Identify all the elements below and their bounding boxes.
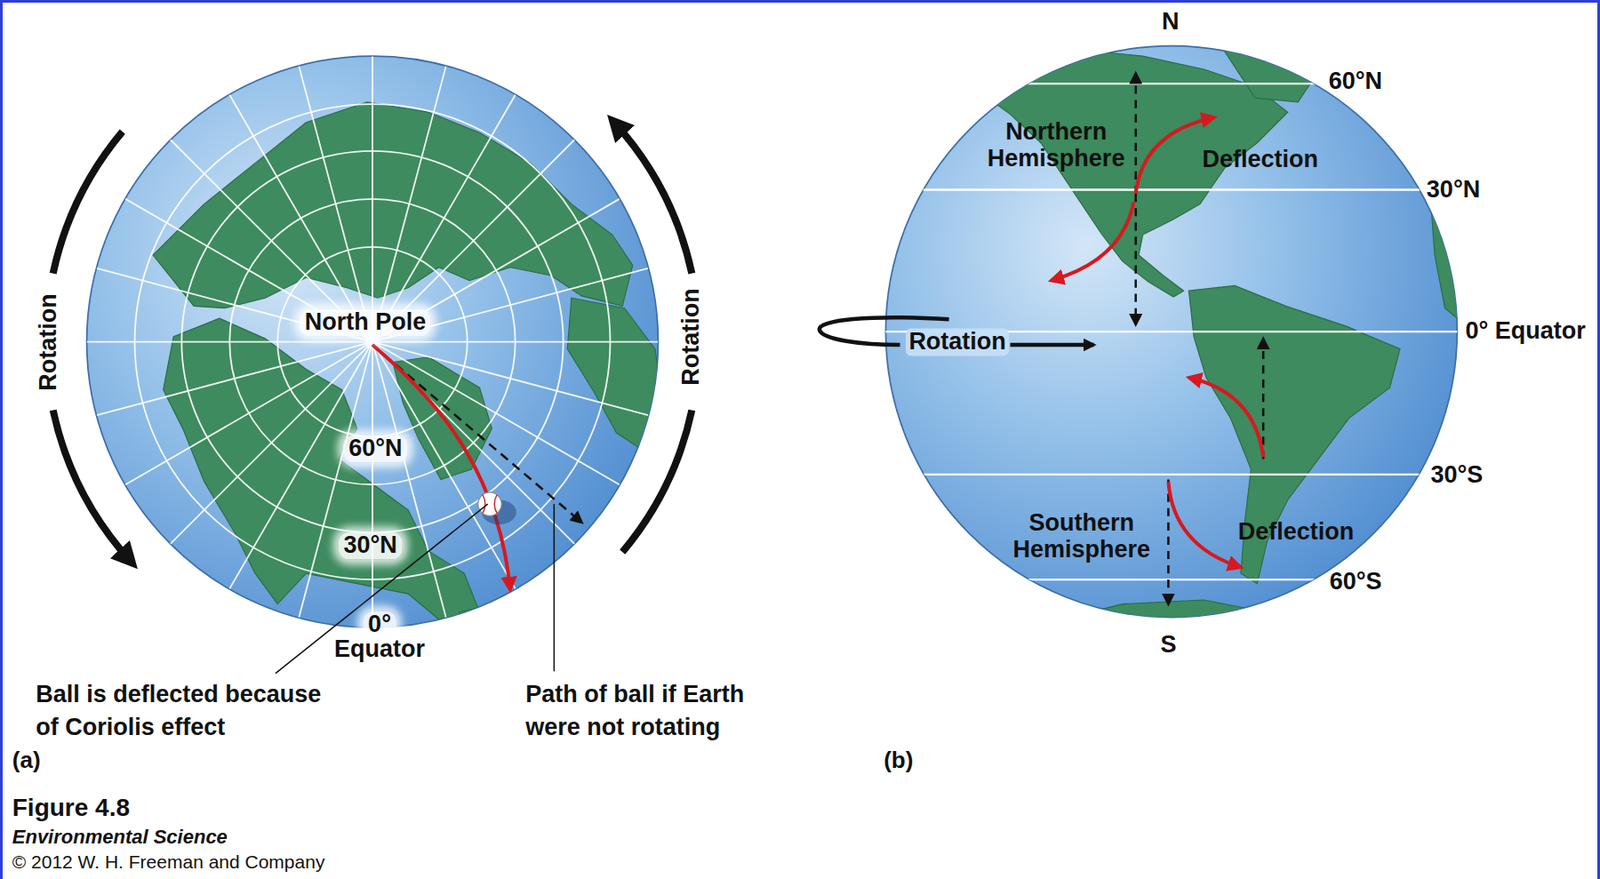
deflected-path-arrows [1050, 117, 1264, 568]
figure-caption: Figure 4.8 [12, 793, 130, 823]
rotation-arrow [1009, 343, 1094, 348]
latitude-label: 60°N [343, 435, 408, 464]
frame-edge [0, 0, 1600, 3]
latitude-label: 30°N [338, 532, 403, 560]
rotation-label: Rotation [678, 288, 706, 385]
callout-text: Ball is deflected because of Coriolis ef… [35, 678, 338, 744]
copyright-text: © 2012 W. H. Freeman and Company [12, 851, 326, 873]
latitude-lines [877, 83, 1470, 580]
ball-stitches [482, 495, 497, 514]
panel-letter: (b) [883, 747, 913, 775]
frame-edge [1597, 0, 1600, 879]
side-globe [819, 46, 1470, 639]
graticule [87, 56, 659, 628]
south-america-land [1188, 285, 1400, 584]
latitude-label: 60°S [1329, 568, 1383, 597]
hemisphere-label: Southern Hemisphere [1008, 509, 1155, 563]
baseball [478, 492, 502, 516]
deflection-label: Deflection [1201, 146, 1319, 175]
deflected-path-arrow [1050, 201, 1134, 280]
pole-label: North Pole [299, 308, 432, 336]
eurasia-land [152, 102, 633, 309]
leader-line [275, 504, 488, 674]
europe-land [567, 297, 664, 453]
meridian-lines [87, 56, 659, 628]
equator-label: 0° Equator [1464, 318, 1585, 346]
ocean-disc [87, 56, 659, 628]
straight-path-arrow [1134, 193, 1137, 325]
rotation-label: Rotation [35, 293, 64, 391]
straight-path-arrow [1134, 73, 1137, 194]
latitude-label: 60°N [1328, 67, 1383, 96]
rotation-label: Rotation [905, 328, 1008, 356]
frame-edge [0, 0, 3, 879]
pole-letter: S [1160, 631, 1176, 659]
deflected-path-arrow [1188, 377, 1264, 458]
hemisphere-label: Northern Hemisphere [983, 118, 1130, 172]
panel-letter: (a) [12, 747, 41, 775]
deflected-path-arrow [1168, 481, 1241, 568]
rotation-arc [53, 131, 123, 274]
rotation-arc [622, 409, 692, 552]
publisher-text: Environmental Science [12, 825, 228, 848]
land-group [877, 47, 1470, 639]
latitude-label: 30°N [1426, 176, 1480, 204]
pole-letter: N [1161, 8, 1180, 37]
latitude-label: 0° [362, 610, 397, 639]
land-group [87, 56, 664, 643]
rotation-arc [614, 122, 692, 274]
leader-line [553, 504, 555, 672]
drawing-scale [53, 46, 1470, 674]
callout-text: Path of ball if Earth were not rotating [525, 678, 770, 744]
greenland-land [1224, 47, 1320, 103]
latitude-label: 30°S [1430, 461, 1483, 489]
equator-label: Equator [334, 636, 425, 664]
rotation-arc [53, 409, 131, 561]
straight-path-arrow [1262, 338, 1265, 459]
polar-globe [53, 56, 693, 674]
deflection-label: Deflection [1238, 519, 1355, 547]
